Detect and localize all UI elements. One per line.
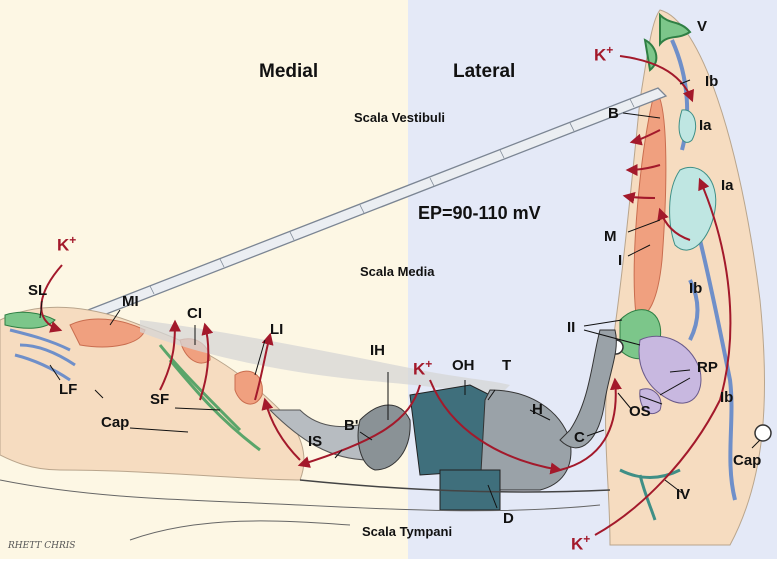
type-v-fibrocytes [643, 12, 692, 72]
label-ia-mid: Ia [721, 177, 734, 194]
label-v: V [697, 18, 708, 35]
label-os: OS [629, 403, 651, 420]
label-ia-top: Ia [699, 117, 712, 134]
label-ih: IH [370, 342, 385, 359]
capillary-lateral [754, 424, 772, 442]
stria-vascularis [633, 89, 667, 317]
limbus-fibrocytes [9, 328, 76, 382]
arrow-lateral-bottom [594, 177, 732, 536]
scala-tympani-label: Scala Tympani [362, 524, 453, 539]
arrow-lateral-top [619, 55, 694, 103]
scala-vestibuli-label: Scala Vestibuli [354, 110, 446, 125]
potassium-label-top: K+ [594, 43, 614, 65]
label-sf: SF [150, 391, 170, 408]
label-d: D [503, 510, 514, 527]
tectorial-membrane [140, 320, 510, 395]
label-mi: MI [122, 293, 139, 310]
label-cap-lateral: Cap [733, 452, 762, 469]
deiters-cells [439, 469, 501, 511]
label-m: M [604, 228, 617, 245]
label-li: LI [270, 321, 284, 338]
label-ii: II [567, 319, 576, 336]
label-is: IS [308, 433, 323, 450]
arrow-stria-1 [629, 129, 661, 146]
claudius-cells [559, 329, 617, 449]
potassium-label-organ: K+ [413, 357, 433, 379]
arrow-limbus-2 [199, 322, 214, 401]
scala-tympani-boundary [0, 479, 601, 541]
central-fibrocytes [158, 344, 261, 452]
label-ib-top: Ib [705, 73, 719, 90]
arrow-limbus-3 [254, 332, 274, 401]
medial-label: Medial [259, 61, 319, 82]
type-iv-fibrocytes [619, 468, 681, 521]
label-cap-medial: Cap [101, 414, 130, 431]
arrow-oc-2 [429, 379, 563, 475]
root-processes [638, 335, 702, 415]
label-lf: LF [59, 381, 78, 398]
arrow-stria-3 [622, 191, 656, 204]
label-oh: OH [452, 357, 475, 374]
arrow-limbus-1 [159, 319, 181, 391]
label-rp: RP [697, 359, 718, 376]
label-sl: SL [28, 282, 48, 299]
label-b-prime: B' [344, 417, 359, 434]
label-ib-mid: Ib [689, 280, 703, 297]
spiral-limbus-tissue [0, 306, 305, 481]
label-t: T [502, 357, 512, 374]
artist-signature: RHETT CHRIS [8, 541, 76, 551]
reissner-cell-borders [149, 98, 635, 295]
arrow-stria-2 [625, 163, 661, 176]
label-b: B [608, 105, 619, 122]
label-h: H [532, 401, 543, 418]
label-leader-lines [39, 79, 761, 509]
endocochlear-potential-label: EP=90-110 mV [418, 203, 541, 223]
label-ib-low: Ib [720, 389, 734, 406]
arrow-oc-3 [559, 377, 622, 471]
basilar-membrane [299, 479, 611, 493]
label-ci: CI [187, 305, 202, 322]
potassium-label-medial: K+ [57, 233, 77, 255]
scala-media-label: Scala Media [360, 264, 435, 279]
arrow-oc-1 [297, 384, 421, 468]
label-iv: IV [676, 486, 691, 503]
potassium-label-bottom: K+ [571, 532, 591, 554]
arrow-stria-4 [657, 207, 691, 241]
label-i: I [618, 252, 623, 269]
lateral-label: Lateral [453, 61, 516, 82]
label-c: C [574, 429, 585, 446]
arrow-limbus-4 [261, 397, 301, 461]
